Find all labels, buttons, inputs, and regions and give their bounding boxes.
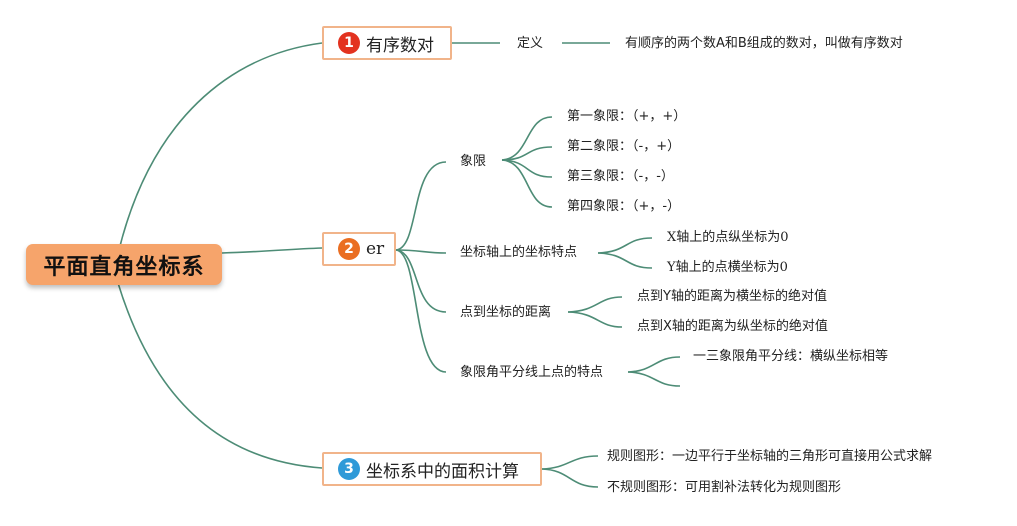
connector-axis-x — [597, 237, 653, 254]
branch-label: er — [366, 239, 385, 259]
connector-q1 — [501, 116, 553, 161]
connector-b2-bisector — [395, 249, 447, 373]
leaf-distance-x[interactable]: 点到X轴的距离为纵坐标的绝对值 — [637, 319, 828, 334]
connector-bis-13 — [627, 356, 681, 373]
root-node[interactable]: 平面直角坐标系 — [26, 244, 222, 285]
branch-label: 坐标系中的面积计算 — [366, 461, 519, 482]
connector-q4 — [501, 159, 553, 208]
connector-dist-y — [567, 296, 623, 313]
connector-b2-quadrant — [395, 161, 447, 251]
connector-b3-regular — [541, 455, 599, 470]
number-1-icon: 1 — [338, 32, 360, 54]
branch-label: 有序数对 — [366, 35, 434, 56]
leaf-axis-x[interactable]: X轴上的点纵坐标为0 — [667, 230, 789, 245]
connector-b3-irregular — [541, 468, 599, 488]
connector-root-branch2 — [221, 247, 323, 254]
root-label: 平面直角坐标系 — [43, 254, 205, 280]
subtopic-bisector[interactable]: 象限角平分线上点的特点 — [460, 365, 604, 380]
leaf-definition-text[interactable]: 有顺序的两个数A和B组成的数对，叫做有序数对 — [625, 36, 903, 51]
number-2-icon: 2 — [338, 238, 360, 260]
leaf-regular-shape[interactable]: 规则图形：一边平行于坐标轴的三角形可直接用公式求解 — [607, 449, 933, 464]
leaf-quadrant-4[interactable]: 第四象限：（+，-） — [567, 199, 681, 214]
subtopic-distance[interactable]: 点到坐标的距离 — [460, 305, 552, 320]
connector-root-branch1 — [117, 42, 323, 255]
connector-root-branch3 — [117, 282, 323, 469]
subtopic-definition[interactable]: 定义 — [517, 36, 544, 51]
subtopic-quadrant[interactable]: 象限 — [460, 154, 487, 169]
connector-q2 — [501, 146, 553, 161]
branch-area-calculation[interactable]: 3 坐标系中的面积计算 — [322, 452, 542, 486]
leaf-quadrant-2[interactable]: 第二象限：（-，+） — [567, 139, 681, 154]
connector-b2-axis — [395, 249, 447, 254]
number-3-icon: 3 — [338, 458, 360, 480]
connector-axis-y — [597, 252, 653, 269]
branch-ordered-pair[interactable]: 1 有序数对 — [322, 26, 452, 60]
leaf-quadrant-1[interactable]: 第一象限：（+，+） — [567, 109, 687, 124]
leaf-axis-y[interactable]: Y轴上的点横坐标为0 — [667, 260, 788, 275]
branch-quadrants[interactable]: 2 er — [322, 232, 396, 266]
connector-dist-x — [567, 311, 623, 328]
subtopic-axis-features[interactable]: 坐标轴上的坐标特点 — [460, 245, 578, 260]
leaf-distance-y[interactable]: 点到Y轴的距离为横坐标的绝对值 — [637, 289, 827, 304]
leaf-irregular-shape[interactable]: 不规则图形：可用割补法转化为规则图形 — [607, 480, 842, 495]
connector-b2-distance — [395, 249, 447, 313]
leaf-quadrant-3[interactable]: 第三象限：（-，-） — [567, 169, 674, 184]
leaf-bisector-13[interactable]: 一三象限角平分线：横纵坐标相等 — [693, 349, 889, 364]
connector-bis-24 — [627, 371, 681, 387]
